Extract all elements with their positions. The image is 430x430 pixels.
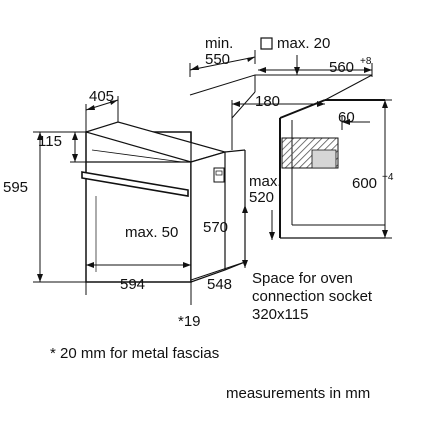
- socket-space-note: Space for oven connection socket 320x115: [252, 270, 372, 324]
- label-405: 405: [89, 88, 114, 105]
- label-min: min.: [205, 35, 233, 52]
- label-560: 560: [329, 59, 354, 76]
- socket-note-line-3: 320x115: [252, 306, 309, 323]
- dimension-lines: [33, 50, 392, 305]
- label-60: 60: [338, 109, 355, 126]
- label-115: 115: [38, 133, 62, 150]
- socket-note-line-2: connection socket: [252, 288, 373, 305]
- label-max: max.: [249, 173, 282, 190]
- units-note: measurements in mm: [226, 385, 371, 402]
- label-600-tolerance: +4: [382, 172, 394, 183]
- label-180: 180: [255, 93, 280, 110]
- label-560-tolerance: +8: [360, 56, 372, 67]
- label-19: *19: [178, 313, 201, 330]
- dimension-labels: min. 550 max. 20 560 +8 405 180 115 60 5…: [3, 35, 394, 330]
- connection-socket-area: [281, 137, 339, 169]
- dimension-arrowheads: [37, 57, 388, 282]
- label-520: 520: [249, 189, 274, 206]
- socket-note-line-1: Space for oven: [252, 270, 353, 287]
- label-570: 570: [203, 219, 228, 236]
- metal-fascia-footnote: * 20 mm for metal fascias: [50, 345, 220, 362]
- square-marker-icon: [260, 37, 273, 50]
- label-594: 594: [120, 276, 145, 293]
- label-548: 548: [207, 276, 232, 293]
- label-595: 595: [3, 179, 28, 196]
- label-max-20: max. 20: [277, 35, 330, 52]
- label-max-50: max. 50: [125, 224, 178, 241]
- label-550: 550: [205, 51, 230, 68]
- label-600: 600: [352, 175, 377, 192]
- oven-body: [81, 121, 246, 283]
